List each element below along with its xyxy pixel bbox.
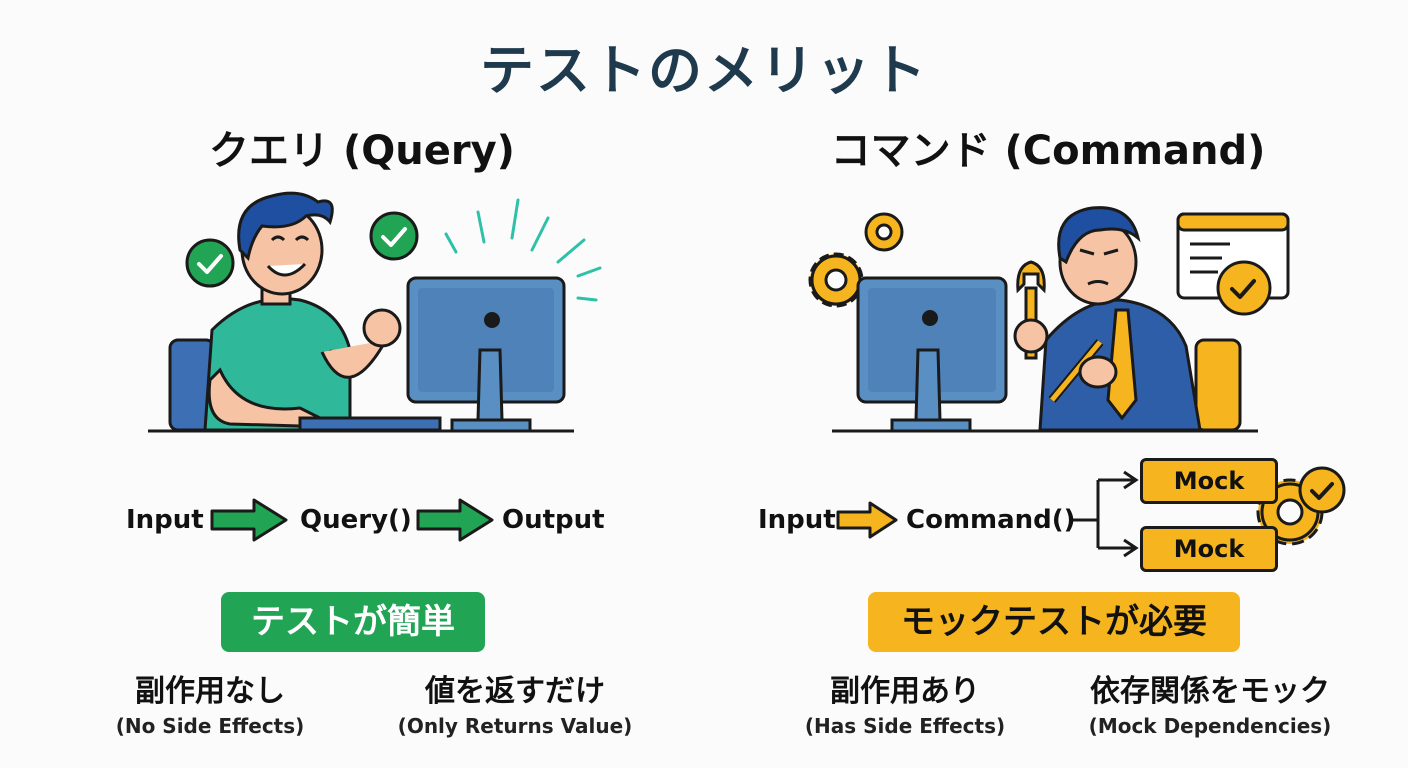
point-jp: 副作用あり [830, 674, 980, 709]
check-circle-icon [1298, 466, 1346, 514]
point-en: (No Side Effects) [115, 714, 305, 738]
arrow-right-icon [210, 498, 288, 542]
query-illustration [148, 191, 602, 433]
query-input-label: Input [126, 505, 204, 535]
check-circle-icon [185, 238, 235, 288]
point-en: (Has Side Effects) [804, 714, 1006, 738]
gear-icon [864, 212, 904, 252]
branch-connector [1070, 470, 1139, 558]
point-en: (Mock Dependencies) [1088, 714, 1332, 738]
query-function-label: Query() [300, 505, 412, 535]
command-heading: コマンド (Command) [830, 128, 1266, 174]
checklist-window-icon [1176, 212, 1290, 316]
query-badge: テストが簡単 [221, 592, 485, 652]
query-point-1: 副作用なし (No Side Effects) [90, 672, 330, 740]
command-point-2: 依存関係をモック (Mock Dependencies) [1060, 672, 1360, 740]
command-input-label: Input [758, 505, 836, 535]
command-point-1: 副作用あり (Has Side Effects) [780, 672, 1030, 740]
point-jp: 依存関係をモック [1090, 674, 1330, 709]
arrow-right-icon [836, 501, 898, 539]
command-illustration [808, 206, 1290, 433]
query-heading: クエリ (Query) [209, 128, 515, 174]
command-badge: モックテストが必要 [868, 592, 1240, 652]
gear-icon [808, 252, 864, 308]
point-jp: 値を返すだけ [425, 674, 605, 709]
query-point-2: 値を返すだけ (Only Returns Value) [370, 672, 660, 740]
query-output-label: Output [502, 505, 605, 535]
command-function-label: Command() [906, 505, 1076, 535]
fist [362, 308, 402, 348]
arrow-right-icon [416, 498, 494, 542]
sparkle-icon [444, 198, 602, 302]
point-en: (Only Returns Value) [397, 714, 633, 738]
check-circle-icon [369, 211, 419, 261]
mock-box: Mock [1140, 526, 1278, 572]
page-title: テストのメリット [480, 39, 928, 102]
point-jp: 副作用なし [135, 674, 285, 709]
mock-box: Mock [1140, 458, 1278, 504]
